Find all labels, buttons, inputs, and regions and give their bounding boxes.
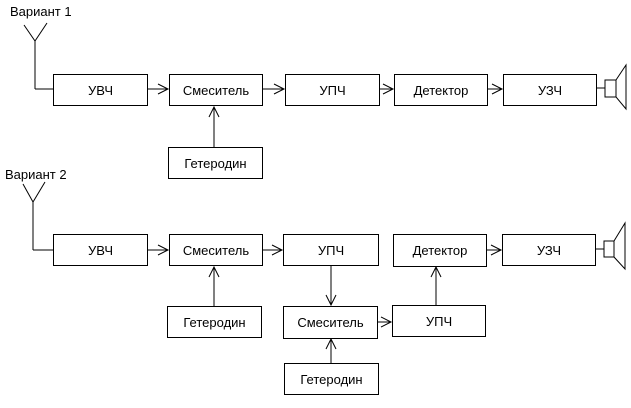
block-uvch-v2: УВЧ xyxy=(53,234,148,266)
variant2-wiring xyxy=(22,181,626,363)
block-uzch-v2: УЗЧ xyxy=(502,234,596,266)
antenna-icon xyxy=(23,22,53,90)
block-upch-v1: УПЧ xyxy=(285,74,380,106)
block-mixer1-v2: Смеситель xyxy=(169,234,263,266)
block-mixer2-v2: Смеситель xyxy=(283,306,378,339)
loudspeaker-icon xyxy=(596,221,626,271)
block-upch1-v2: УПЧ xyxy=(283,234,379,266)
block-heterodyne2-v2: Гетеродин xyxy=(284,363,379,395)
variant2-title: Вариант 2 xyxy=(5,167,67,182)
variant1-wiring xyxy=(23,22,627,147)
block-heterodyne1-v2: Гетеродин xyxy=(167,306,262,338)
variant1-title: Вариант 1 xyxy=(10,4,72,19)
block-uvch-v1: УВЧ xyxy=(53,74,148,106)
block-heterodyne-v1: Гетеродин xyxy=(168,147,263,179)
block-mixer-v1: Смеситель xyxy=(169,74,263,106)
block-upch2-v2: УПЧ xyxy=(392,305,486,337)
block-detector-v2: Детектор xyxy=(393,234,487,267)
antenna-icon xyxy=(22,181,53,251)
block-detector-v1: Детектор xyxy=(394,74,488,106)
block-uzch-v1: УЗЧ xyxy=(503,74,597,106)
loudspeaker-icon xyxy=(597,63,627,111)
